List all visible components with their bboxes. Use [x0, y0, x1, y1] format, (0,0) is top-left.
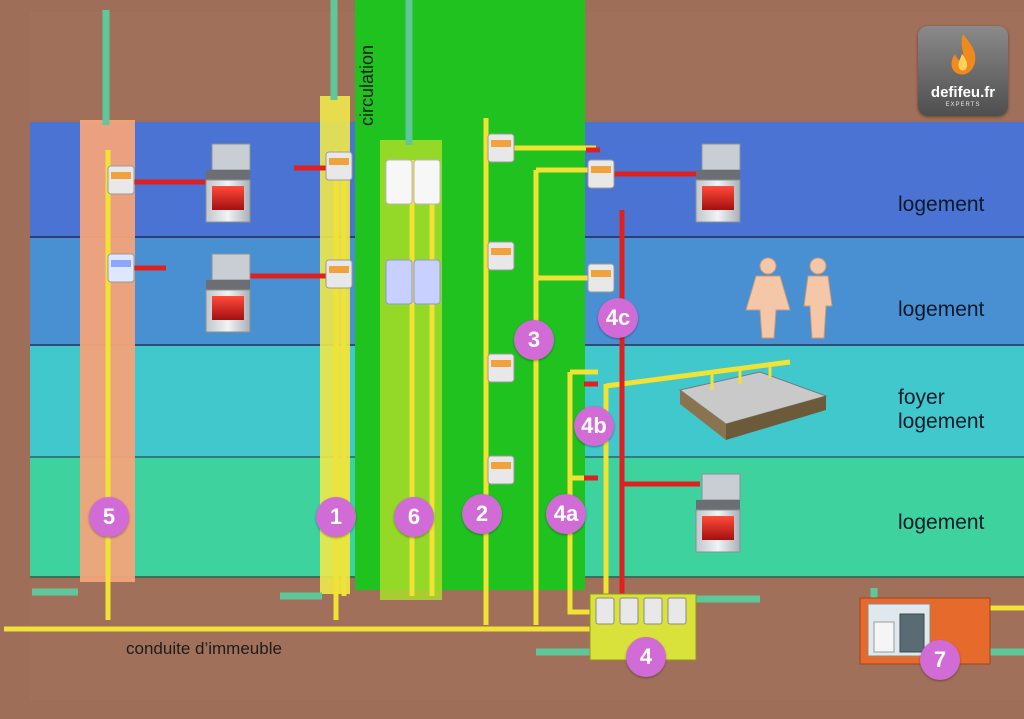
- floor-1-label: logement: [898, 193, 985, 216]
- collective-kitchen-range-icon: [678, 362, 828, 440]
- floor-4-label: logement: [898, 511, 985, 534]
- gas-meters: [107, 133, 615, 485]
- cooker-icon: [205, 143, 251, 223]
- logo-tagline: EXPERTS: [945, 102, 981, 108]
- marker-2: 2: [462, 494, 502, 534]
- cooker-icon: [695, 143, 741, 223]
- cooker-icon: [695, 473, 741, 553]
- residents-icon: [745, 257, 833, 339]
- marker-1: 1: [316, 497, 356, 537]
- logo-brand: defifeu.fr: [930, 84, 996, 101]
- circulation-label: circulation: [357, 44, 377, 126]
- marker-3: 3: [514, 320, 554, 360]
- marker-4a: 4a: [546, 494, 586, 534]
- defifeu-logo: defifeu.fr EXPERTS: [918, 26, 1008, 116]
- marker-6: 6: [394, 497, 434, 537]
- cookers: [205, 143, 741, 553]
- boilers: [385, 159, 441, 305]
- boiler-room-7: [859, 597, 991, 665]
- building-pipe-label: conduite d’immeuble: [126, 639, 282, 658]
- marker-7: 7: [920, 640, 960, 680]
- flame-icon: [951, 34, 976, 75]
- marker-5: 5: [89, 497, 129, 537]
- supply-pipes: [134, 147, 700, 600]
- floor-3-label-line-1: foyer: [898, 386, 945, 409]
- cooker-icon: [205, 253, 251, 333]
- marker-4b: 4b: [574, 406, 614, 446]
- floor-3-label-line-2: logement: [898, 410, 985, 433]
- marker-4c: 4c: [598, 298, 638, 338]
- marker-4: 4: [626, 637, 666, 677]
- floor-2-label: logement: [898, 298, 985, 321]
